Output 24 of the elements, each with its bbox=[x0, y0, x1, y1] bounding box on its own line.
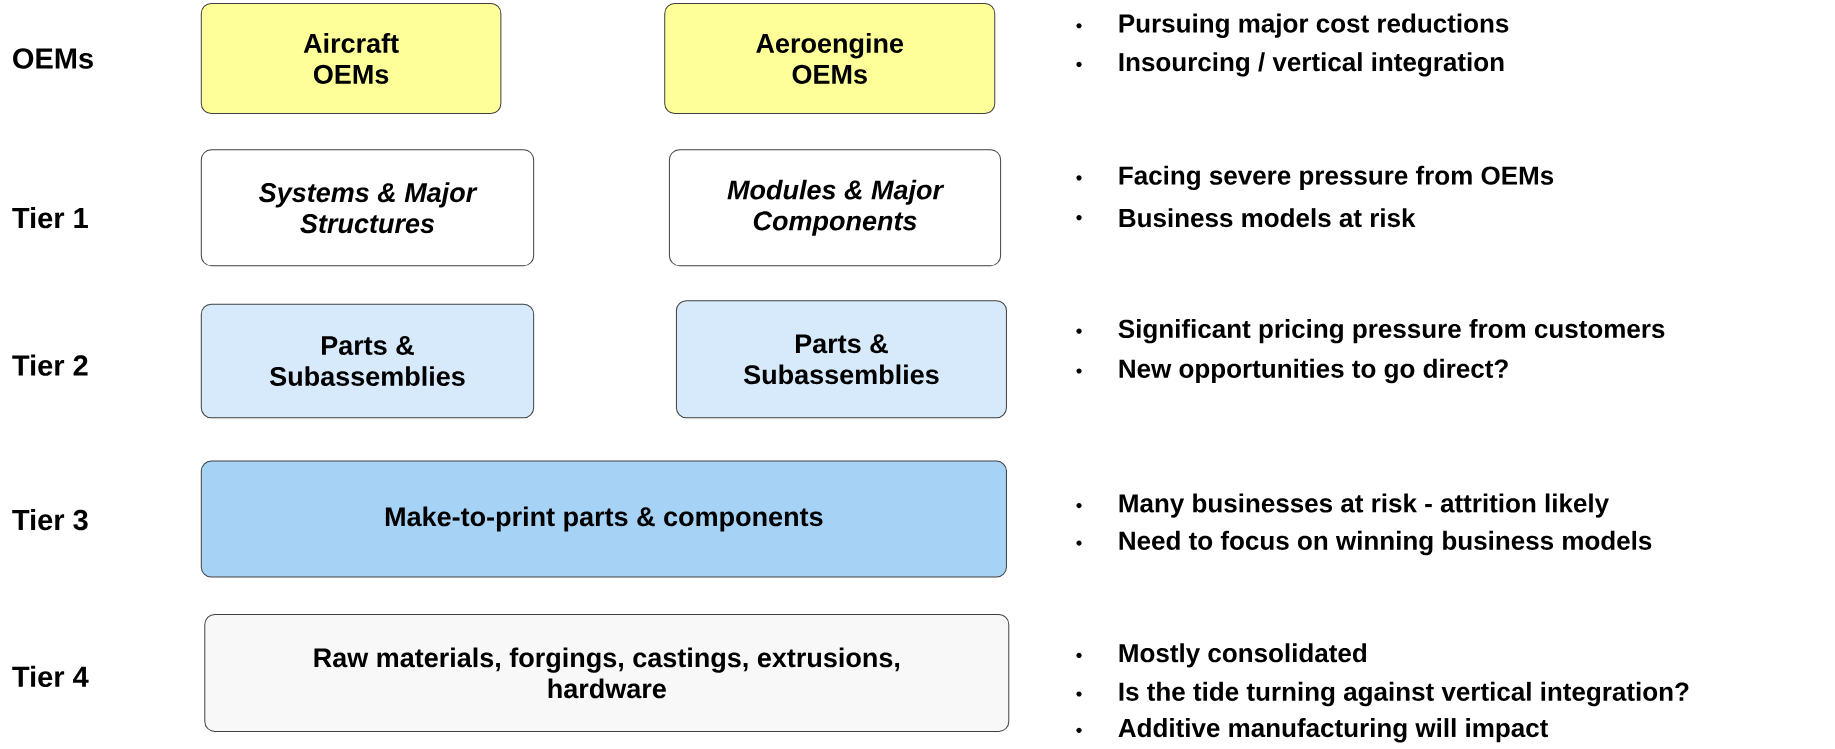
row-label: Tier 4 bbox=[12, 665, 89, 688]
bullet-text: Significant pricing pressure from customers bbox=[1118, 319, 1665, 344]
tier-box: Modules & Major Components bbox=[668, 149, 1002, 267]
bullet-text: Facing severe pressure from OEMs bbox=[1119, 165, 1554, 191]
tier-box: Make-to-print parts & components bbox=[200, 460, 1007, 578]
bullet-text: Pursuing major cost reductions bbox=[1119, 13, 1509, 38]
tier-box: Systems & Major Structures bbox=[200, 149, 535, 267]
bullet-text: Many businesses at risk - attrition likely bbox=[1119, 493, 1609, 518]
bullet-text: Additive manufacturing will impact bbox=[1118, 718, 1549, 743]
tier-box: Parts & Subassemblies bbox=[200, 303, 535, 419]
tier-box: Parts & Subassemblies bbox=[675, 300, 1007, 419]
row-label: Tier 2 bbox=[12, 354, 88, 376]
tier-box: Aeroengine OEMs bbox=[664, 3, 996, 115]
bullet-text: Mostly consolidated bbox=[1119, 643, 1367, 668]
row-label: OEMs bbox=[13, 48, 93, 69]
bullet-text: Is the tide turning against vertical integration? bbox=[1119, 681, 1689, 707]
bullet-text: Business models at risk bbox=[1119, 208, 1416, 228]
bullet-text: Need to focus on winning business models bbox=[1119, 530, 1652, 556]
row-label: Tier 3 bbox=[12, 508, 88, 531]
tier-box: Raw materials, forgings, castings, extrusions, hardware bbox=[204, 613, 1010, 732]
bullet-text: New opportunities to go direct? bbox=[1119, 358, 1508, 384]
tier-box: Aircraft OEMs bbox=[200, 3, 502, 115]
row-label: Tier 1 bbox=[12, 207, 88, 229]
bullet-text: Insourcing / vertical integration bbox=[1119, 52, 1504, 77]
